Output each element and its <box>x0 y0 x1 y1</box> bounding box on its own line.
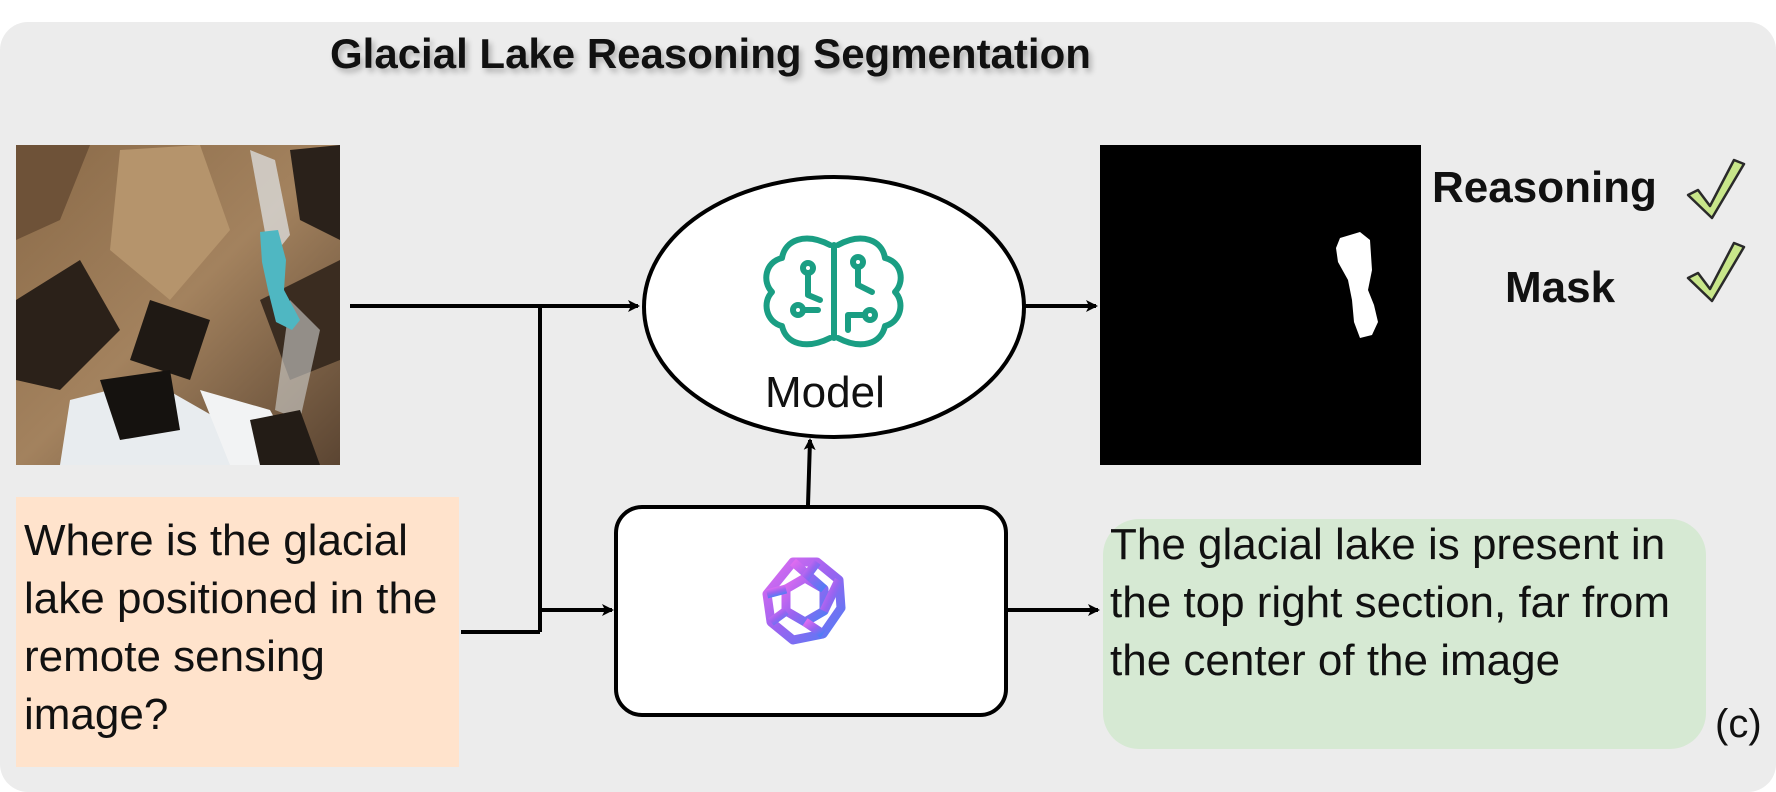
model-label: Model <box>765 368 885 417</box>
query-box <box>16 497 459 767</box>
glacial-lake <box>260 230 300 330</box>
reasoning-label: Reasoning <box>1432 163 1657 212</box>
check-mark-icon <box>1686 241 1746 303</box>
segmentation-mask <box>1100 145 1421 465</box>
openai-logo-icon <box>762 557 846 645</box>
panel-label: (c) <box>1715 702 1762 746</box>
mask-label: Mask <box>1505 263 1616 312</box>
answer-text: The glacial lake is present in the top r… <box>1110 520 1671 685</box>
circuit-brain-icon <box>763 235 904 348</box>
diagram-title: Glacial Lake Reasoning Segmentation <box>330 30 1091 77</box>
answer-box <box>1103 519 1706 749</box>
llm-node <box>614 505 1008 717</box>
query-text: Where is the glacial lake positioned in … <box>24 516 438 739</box>
check-mark-icon <box>1686 158 1746 220</box>
connectors <box>350 300 1100 634</box>
satellite-image <box>16 145 340 465</box>
